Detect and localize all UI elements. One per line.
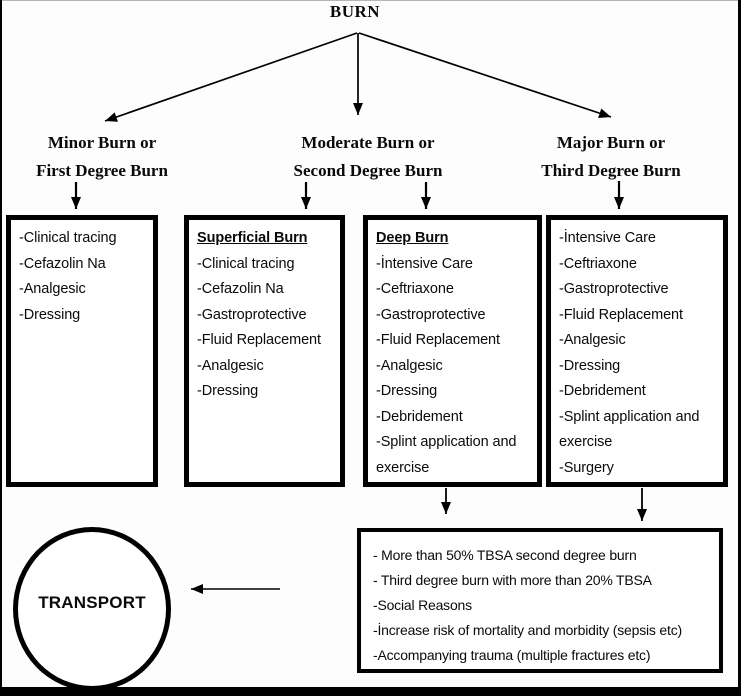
treatment-item: -Dressing [197, 383, 259, 399]
transport-criteria-box: - More than 50% TBSA second degree burn -… [357, 528, 723, 673]
chart-title: BURN [329, 2, 381, 21]
treatment-box-minor: -Clinical tracing -Cefazolin Na -Analgesic… [6, 215, 158, 487]
treatment-item: -Clinical tracing [197, 255, 295, 272]
treatment-item: -Analgesic [197, 357, 264, 374]
treatment-item: -Gastroprotective [376, 306, 486, 323]
arrow-burn-to-minor [104, 32, 358, 122]
transport-label: TRANSPORT [38, 593, 146, 612]
branch-label-minor: Minor Burn or First Degree Burn [2, 129, 202, 185]
criteria-item: -Accompanying trauma (multiple fractures… [373, 647, 651, 663]
treatment-item: -Surgery [559, 459, 614, 476]
treatment-item: -Ceftriaxone [376, 281, 454, 297]
arrow-burn-to-major [358, 32, 612, 118]
treatment-item: -Fluid Replacement [559, 306, 683, 323]
frame-border-bottom [0, 687, 741, 696]
treatment-item: -Splint application and exercise [376, 434, 517, 476]
treatment-item: -Fluid Replacement [376, 332, 500, 348]
treatment-item: -İntensive Care [559, 230, 656, 246]
criteria-item: - Third degree burn with more than 20% T… [373, 572, 652, 588]
transport-circle: TRANSPORT [13, 527, 171, 691]
criteria-item: - More than 50% TBSA second degree burn [373, 547, 637, 563]
treatment-box-deep: Deep Burn -İntensive Care -Ceftriaxone -Ga… [363, 215, 542, 487]
treatment-item: -Dressing [376, 383, 438, 399]
treatment-item: -Cefazolin Na [19, 255, 106, 272]
branch-major-line1: Major Burn or [556, 133, 666, 152]
treatment-item: -Ceftriaxone [559, 255, 637, 272]
treatment-item: -Splint application and exercise [559, 408, 700, 451]
treatment-item: -Analgesic [19, 281, 86, 297]
treatment-item: -Gastroprotective [559, 281, 669, 297]
branch-label-major: Major Burn or Third Degree Burn [511, 129, 711, 185]
treatment-box-major: -İntensive Care -Ceftriaxone -Gastroprotec… [546, 215, 728, 487]
treatment-item: -Analgesic [559, 332, 626, 348]
treatment-item: -Clinical tracing [19, 230, 117, 246]
branch-minor-line1: Minor Burn or [47, 133, 157, 152]
box-header-deep: Deep Burn [376, 230, 449, 246]
treatment-item: -Debridement [376, 408, 463, 425]
branch-moderate-line2: Second Degree Burn [293, 161, 443, 180]
frame-border-left [0, 0, 2, 696]
treatment-item: -Cefazolin Na [197, 281, 284, 297]
frame-border-top [0, 0, 741, 1]
branch-minor-line2: First Degree Burn [36, 161, 168, 180]
branch-moderate-line1: Moderate Burn or [301, 133, 435, 152]
treatment-item: -Dressing [559, 357, 621, 374]
frame-border-right [738, 0, 741, 696]
treatment-item: -İntensive Care [376, 255, 473, 272]
treatment-list-superficial: -Clinical tracing -Cefazolin Na -Gastropro… [197, 252, 334, 405]
treatment-box-superficial: Superficial Burn -Clinical tracing -Cefaz… [184, 215, 345, 487]
treatment-item: -Debridement [559, 383, 646, 399]
branch-major-line2: Third Degree Burn [541, 161, 681, 180]
criteria-item: -Social Reasons [373, 597, 472, 613]
box-header-superficial: Superficial Burn [197, 230, 308, 246]
treatment-item: -Analgesic [376, 357, 443, 374]
branch-label-moderate: Moderate Burn or Second Degree Burn [268, 129, 468, 185]
treatment-item: -Fluid Replacement [197, 332, 321, 348]
treatment-item: -Dressing [19, 306, 81, 323]
criteria-item: -İncrease risk of mortality and morbidit… [373, 622, 682, 638]
treatment-item: -Gastroprotective [197, 306, 307, 323]
treatment-list-deep: -İntensive Care -Ceftriaxone -Gastroprotec… [376, 252, 531, 482]
